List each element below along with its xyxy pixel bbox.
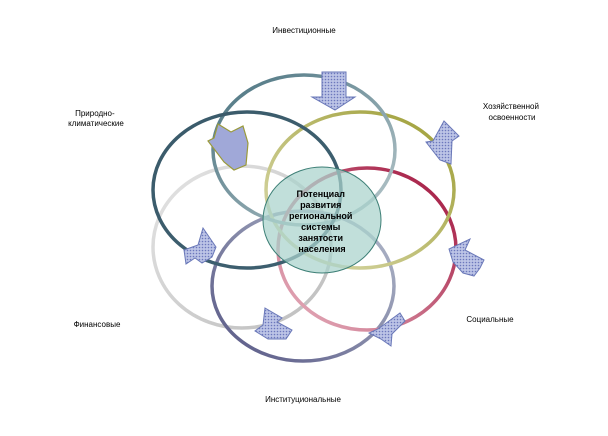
label-institutional: Институциональные [265,395,341,404]
arrow-investment-icon [310,71,357,111]
ring-economic [264,110,456,270]
center-circle [262,166,382,274]
label-natural-line: Природно- [75,109,115,118]
label-financial: Финансовые [74,320,121,329]
arrow-economic-icon [425,120,460,165]
arrow-institutional-icon [367,312,406,347]
arrow-natural-icon [207,123,249,171]
label-economic: Хозяйственной освоенности [483,102,541,122]
label-investment: Инвестиционные [272,26,336,35]
label-natural: Природно- климатические [68,109,124,128]
label-social: Социальные [466,315,514,324]
center-label-line: развития [300,200,341,210]
center-label-line: системы [301,222,340,232]
center-label-line: Потенциал [297,189,346,199]
label-economic-line: Хозяйственной [483,102,539,111]
center-label-line: региональной [289,211,352,221]
center-label-line: населения [298,244,345,254]
arrow-social-icon [448,237,485,277]
label-economic-line: освоенности [489,113,536,122]
arrow-financial-icon [183,226,217,265]
arrow-bottom-center-icon [254,307,293,340]
center-label: Потенциал развития региональной системы … [289,189,355,254]
center-label-line: занятости [298,233,343,243]
label-natural-line: климатические [68,119,124,128]
